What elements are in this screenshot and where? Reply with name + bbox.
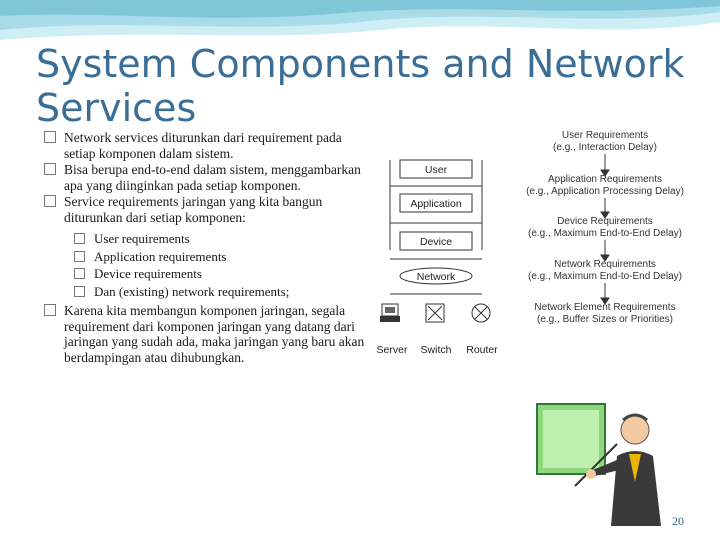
req-network-title: Network Requirements — [554, 259, 656, 270]
server-icon — [380, 303, 400, 322]
router-icon — [471, 303, 491, 323]
stack-label-user: User — [425, 164, 448, 176]
req-application-title: Application Requirements — [548, 174, 662, 185]
stack-label-network: Network — [417, 271, 456, 283]
stack-box-device — [399, 231, 473, 251]
req-user-title: User Requirements — [562, 130, 648, 141]
sub-bullet-3: Device requirements — [44, 266, 374, 282]
req-user-example: (e.g., Interaction Delay) — [553, 142, 657, 153]
bullet-box-icon — [44, 195, 56, 207]
req-element-title: Network Element Requirements — [534, 302, 675, 313]
requirements-diagram: User Application Device Network Server S… — [377, 130, 684, 356]
slide-body: Network services diturunkan dari require… — [44, 130, 374, 366]
req-device-example: (e.g., Maximum End-to-End Delay) — [528, 228, 682, 239]
bullet-box-icon — [74, 250, 85, 262]
stack-label-device: Device — [420, 236, 452, 248]
bullet-4: Karena kita membangun komponen jaringan,… — [44, 303, 374, 365]
bullet-box-icon — [44, 163, 56, 175]
req-element-example: (e.g., Buffer Sizes or Priorities) — [537, 314, 673, 325]
stack-box-application — [399, 193, 473, 213]
header-wave-decoration — [0, 0, 720, 40]
sub-bullet-2: Application requirements — [44, 249, 374, 265]
req-device-title: Device Requirements — [557, 216, 653, 227]
bullet-box-icon — [74, 233, 85, 244]
bullet-box-icon — [44, 304, 56, 316]
switch-icon — [425, 303, 445, 323]
page-number: 20 — [672, 514, 684, 528]
element-label-switch: Switch — [421, 344, 452, 356]
element-label-server: Server — [377, 344, 408, 356]
sub-bullet-1: User requirements — [44, 231, 374, 247]
element-label-router: Router — [466, 344, 498, 356]
slide-title: System Components and Network Services — [36, 42, 685, 130]
bullet-2: Bisa berupa end-to-end dalam sistem, men… — [44, 162, 374, 193]
network-cloud-shape — [399, 267, 473, 285]
req-network-example: (e.g., Maximum End-to-End Delay) — [528, 271, 682, 282]
bullet-3: Service requirements jaringan yang kita … — [44, 194, 374, 225]
stack-box-user — [399, 159, 473, 179]
bullet-box-icon — [44, 131, 56, 143]
bullet-box-icon — [74, 285, 85, 297]
bullet-box-icon — [74, 268, 85, 279]
bullet-1: Network services diturunkan dari require… — [44, 130, 374, 161]
presenter-clipart — [536, 403, 661, 526]
stack-label-application: Application — [410, 198, 462, 210]
req-application-example: (e.g., Application Processing Delay) — [526, 186, 684, 197]
sub-bullet-4: Dan (existing) network requirements; — [44, 284, 374, 300]
